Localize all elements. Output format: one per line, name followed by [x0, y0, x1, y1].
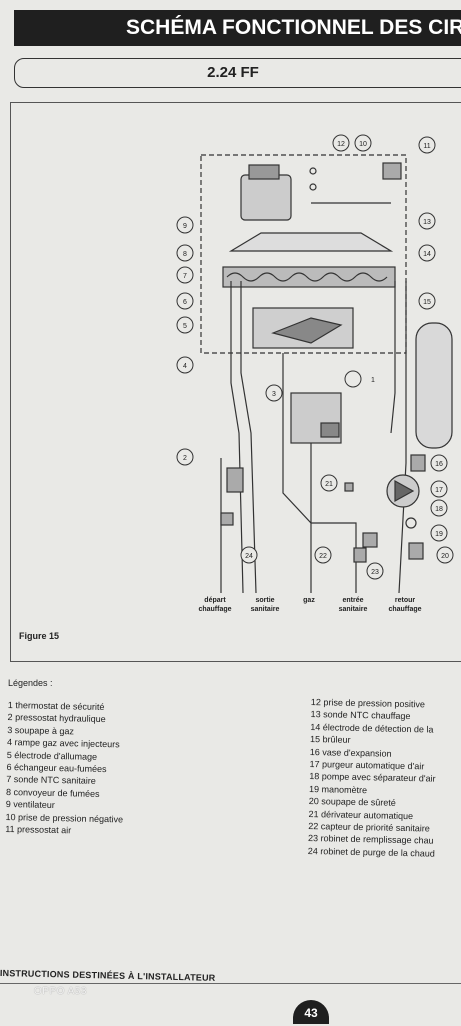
safety-valve — [408, 542, 424, 560]
page-number: 43 — [293, 1000, 329, 1024]
legend-title: Légendes : — [8, 678, 53, 688]
callout-14: 14 — [423, 251, 431, 258]
camera-watermark: OPPO A53 — [34, 986, 87, 997]
callout-8: 8 — [183, 251, 187, 258]
model-title: 2.24 FF — [14, 58, 461, 88]
callout-2: 2 — [183, 455, 187, 462]
callout-9: 9 — [183, 223, 187, 230]
callout-20: 20 — [441, 553, 449, 560]
callout-16: 16 — [435, 461, 443, 468]
callout-18: 18 — [435, 506, 443, 513]
fan-unit — [240, 174, 292, 221]
callout-23: 23 — [371, 569, 379, 576]
callout-4: 4 — [183, 363, 187, 370]
air-purger — [410, 454, 426, 472]
callout-5: 5 — [183, 323, 187, 330]
casing-outline — [200, 154, 407, 354]
page-header-title: SCHÉMA FONCTIONNEL DES CIRCU — [14, 10, 461, 46]
callout-22: 22 — [319, 553, 327, 560]
callout-12: 12 — [337, 141, 345, 148]
footer-section-title: INSTRUCTIONS DESTINÉES À L'INSTALLATEUR — [0, 968, 216, 983]
legend-item: 11 pressostat air — [5, 824, 72, 836]
callout-19: 19 — [435, 531, 443, 538]
callout-10: 10 — [359, 141, 367, 148]
legend-column-2: 12 prise de pression positive 13 sonde N… — [308, 696, 438, 860]
hydraulic-pressostat — [226, 467, 244, 493]
callout-7: 7 — [183, 273, 187, 280]
connection-label-heating-flow: départ chauffage — [198, 597, 232, 613]
legend-item: 24 robinet de purge de la chaud — [307, 845, 435, 859]
expansion-vessel — [415, 322, 453, 449]
callout-24: 24 — [245, 553, 253, 560]
callout-21: 21 — [325, 481, 333, 488]
heat-exchanger — [222, 266, 396, 288]
connection-label-heating-return: retour chauffage — [388, 597, 422, 613]
smoke-hood — [228, 232, 394, 252]
connection-label-dhw-out: sortie sanitaire — [250, 597, 280, 613]
callout-6: 6 — [183, 299, 187, 306]
fan-motor — [248, 164, 280, 180]
callout-17: 17 — [435, 487, 443, 494]
callout-3: 3 — [272, 391, 276, 398]
schematic-diagram: 1 2 3 4 5 6 7 8 9 10 11 12 13 14 15 16 1… — [176, 134, 454, 594]
connection-label-dhw-in: entrée sanitaire — [338, 597, 368, 613]
air-pressure-switch — [382, 162, 402, 180]
legend-column-1: 1 thermostat de sécurité 2 pressostat hy… — [5, 699, 125, 838]
callout-11: 11 — [423, 143, 430, 150]
footer-divider — [0, 983, 461, 984]
callout-1: 1 — [371, 377, 375, 384]
schematic-figure: 1 2 3 4 5 6 7 8 9 10 11 12 13 14 15 16 1… — [10, 102, 461, 662]
connection-label-gas: gaz — [303, 597, 315, 604]
callout-13: 13 — [423, 219, 431, 226]
callout-15: 15 — [423, 299, 431, 306]
figure-label: Figure 15 — [19, 631, 60, 641]
